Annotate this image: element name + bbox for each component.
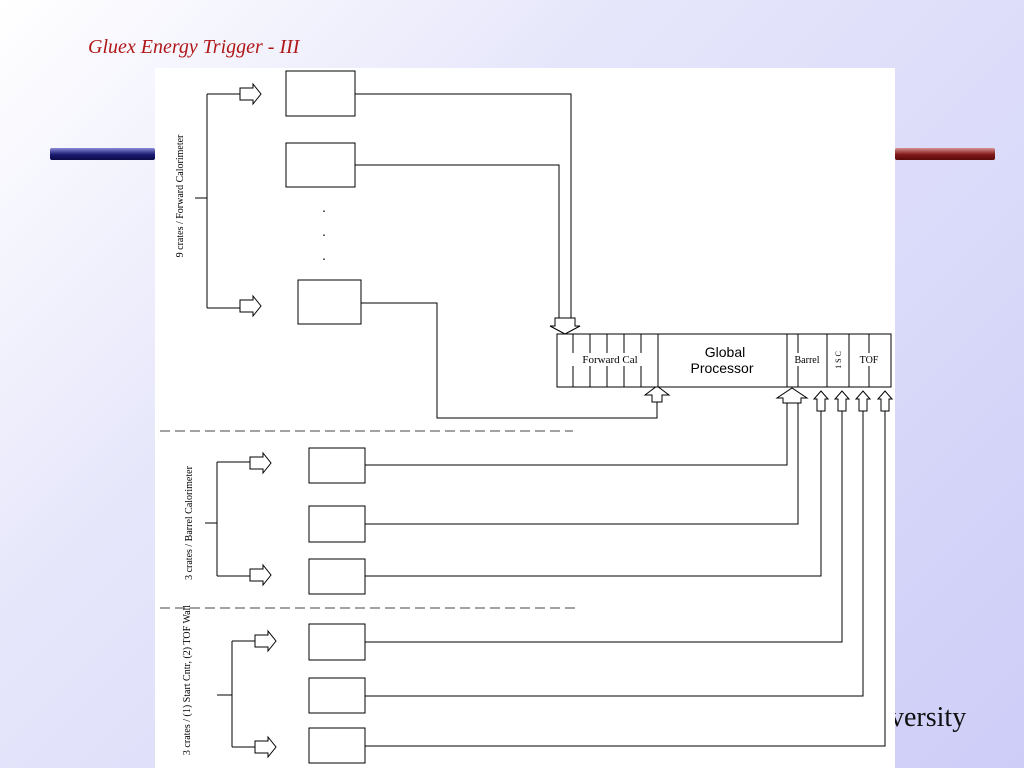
global-processor-line1: Global [705,344,745,360]
crate-arrow-icon [239,82,262,106]
start-counter-label: 1 S C [834,351,843,369]
crate-arrow-icon [254,735,277,759]
global-processor-line2: Processor [690,360,753,376]
trigger-diagram: Forward Cal Global Processor Barrel 1 S … [155,68,895,768]
barrel-group-label: 3 crates / Barrel Calorimeter [184,465,195,580]
header-bar-right [895,148,995,160]
tof-crate-box [308,727,366,764]
barrel-bracket [205,461,250,577]
tof-label: TOF [860,355,879,366]
crate-arrow-icon [249,563,272,587]
crate-arrow-icon [254,629,277,653]
footer-text: versity [890,702,967,733]
connection-line [365,411,864,697]
tof-bracket [217,640,255,748]
tof-crate-box [308,623,366,661]
tof-crate-box [308,677,366,714]
input-arrow-icon [876,390,894,412]
forward-crate-box [285,70,356,117]
forward-crate-box [297,279,362,325]
input-arrow-icon [854,390,872,412]
ellipsis-dot: . [322,249,326,264]
connection-line [365,411,886,747]
crate-arrow-icon [249,451,272,475]
forward-crate-box [285,142,356,188]
crate-arrow-icon [239,294,262,318]
connection-line [365,403,788,466]
barrel-crate-box [308,447,366,484]
connection-line [355,93,572,318]
input-arrow-icon [549,317,581,335]
connection-line [355,164,560,318]
barrel-label: Barrel [795,355,820,366]
input-arrow-icon [833,390,851,412]
tof-group-label: 3 crates / (1) Start Cntr, (2) TOF Wall [182,605,193,755]
input-arrow-icon [775,387,809,404]
forward-cal-label: Forward Cal [582,354,637,366]
barrel-crate-box [308,505,366,543]
diagram-svg: Forward Cal Global Processor Barrel 1 S … [160,70,894,764]
header-bar-left [50,148,155,160]
ellipsis-dot: . [322,201,326,216]
forward-group-label: 9 crates / Forward Calorimeter [175,134,186,257]
connection-line [361,302,658,419]
barrel-crate-box [308,558,366,595]
ellipsis-dot: . [322,225,326,240]
input-arrow-icon [643,385,671,403]
slide-title: Gluex Energy Trigger - III [88,36,300,58]
connection-line [365,403,799,525]
connection-line [365,411,822,577]
connection-line [365,411,843,643]
input-arrow-icon [812,390,830,412]
forward-bracket [195,93,240,309]
